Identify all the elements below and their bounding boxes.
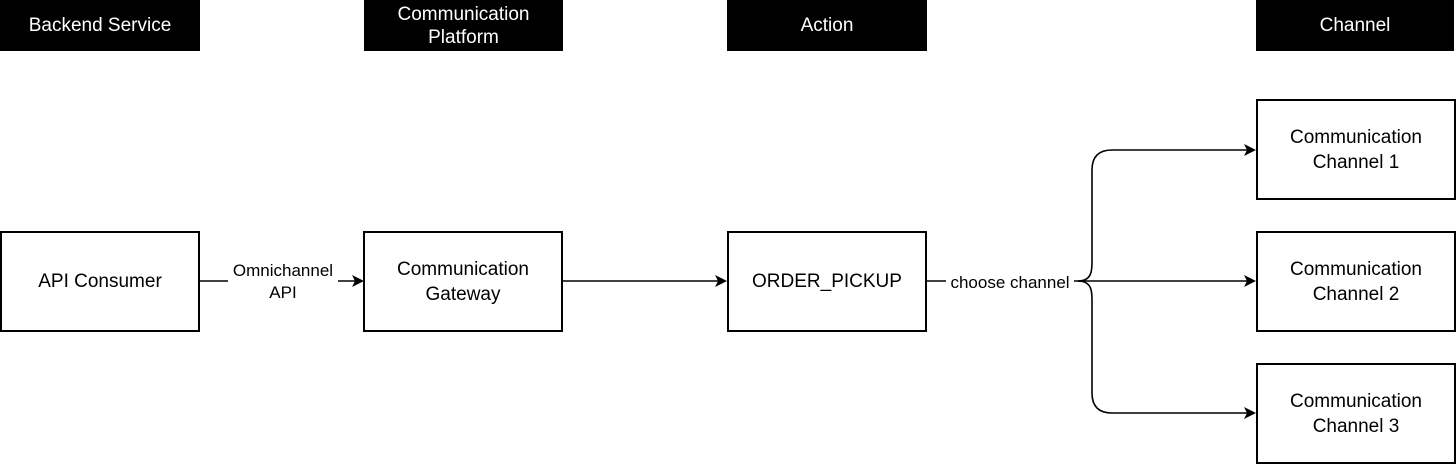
edge-branch-to-channel-3 [1077, 280, 1256, 419]
node-order-pickup-text: ORDER_PICKUP [752, 271, 902, 292]
node-communication-channel-3: Communication Channel 3 [1256, 363, 1456, 464]
edge-label-omnichannel-line1: Omnichannel [232, 261, 334, 280]
node-order-pickup: ORDER_PICKUP [727, 231, 927, 332]
node-gateway-line2: Gateway [425, 283, 501, 305]
edge-label-choose-channel: choose channel [946, 272, 1074, 294]
node-api-consumer-text: API Consumer [38, 271, 162, 292]
node-gateway-line1: Communication [397, 258, 529, 280]
header-action-text: Action [800, 15, 854, 36]
node-channel1-line1: Communication [1290, 126, 1422, 148]
header-platform-line2: Platform [428, 26, 499, 48]
header-action: Action [727, 0, 927, 51]
node-channel1-line2: Channel 1 [1312, 151, 1400, 173]
node-channel3-line1: Communication [1290, 390, 1422, 412]
edge-label-omnichannel-api: Omnichannel API [228, 260, 338, 304]
header-communication-platform: Communication Platform [364, 0, 563, 51]
edge-label-choose-channel-text: choose channel [950, 273, 1070, 292]
edge-label-omnichannel-line2: API [269, 283, 297, 302]
node-communication-channel-1: Communication Channel 1 [1256, 99, 1456, 200]
node-api-consumer: API Consumer [0, 231, 200, 332]
node-channel3-line2: Channel 3 [1312, 415, 1400, 437]
header-channel-text: Channel [1319, 15, 1391, 36]
node-communication-channel-2: Communication Channel 2 [1256, 231, 1456, 332]
node-channel2-line1: Communication [1290, 258, 1422, 280]
header-channel: Channel [1256, 0, 1454, 51]
header-backend-service-text: Backend Service [28, 15, 172, 36]
edge-branch-to-channel-1 [1077, 144, 1256, 282]
node-communication-gateway: Communication Gateway [363, 231, 563, 332]
header-backend-service: Backend Service [0, 0, 200, 51]
node-channel2-line2: Channel 2 [1312, 283, 1400, 305]
header-platform-line1: Communication [397, 3, 530, 25]
